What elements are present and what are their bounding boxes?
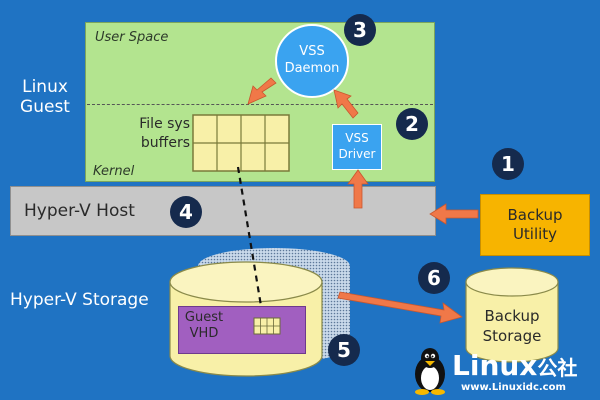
logo-url: www.Linuxidc.com bbox=[461, 382, 566, 393]
backup-utility-box: Backup Utility bbox=[480, 194, 590, 256]
arrow-driver-to-daemon bbox=[333, 89, 359, 119]
backup-storage-cylinder bbox=[465, 267, 559, 363]
arrow-backup-to-host bbox=[429, 203, 479, 225]
vss-driver: VSS Driver bbox=[332, 124, 382, 170]
vss-daemon-line1: VSS bbox=[299, 44, 325, 60]
guest-label: Guest bbox=[20, 96, 70, 117]
step-badge-4: 4 bbox=[170, 196, 202, 228]
logo-text: Linux公社 bbox=[452, 349, 577, 382]
buffer-grid bbox=[192, 114, 290, 172]
guest-vhd-line1: Guest bbox=[184, 310, 224, 325]
user-kernel-divider bbox=[87, 104, 433, 105]
step-badge-6: 6 bbox=[418, 262, 450, 294]
backup-utility-line2: Utility bbox=[512, 225, 558, 243]
arrow-daemon-to-buffers bbox=[247, 77, 277, 105]
vss-driver-line2: Driver bbox=[338, 147, 376, 161]
vss-daemon-line2: Daemon bbox=[284, 61, 340, 76]
hyperv-host-label: Hyper-V Host bbox=[24, 201, 135, 221]
user-space-label: User Space bbox=[95, 30, 169, 45]
guest-vhd-box bbox=[178, 306, 306, 354]
vss-daemon: VSS Daemon bbox=[275, 24, 349, 98]
file-sys-buffers-label: File sys buffers bbox=[118, 115, 190, 153]
arrow-storage-to-backup bbox=[337, 291, 463, 324]
logo-word: Linux bbox=[452, 349, 538, 382]
hyperv-storage-label: Hyper-V Storage bbox=[10, 290, 149, 310]
step-badge-2: 2 bbox=[396, 108, 428, 140]
dashed-buffer-to-vhd bbox=[236, 166, 264, 313]
linux-guest-label: Linux Guest bbox=[12, 77, 78, 117]
backup-storage-label: Backup Storage bbox=[470, 306, 554, 347]
backup-utility-line1: Backup bbox=[507, 205, 563, 224]
step-badge-5: 5 bbox=[328, 334, 360, 366]
step-badge-1: 1 bbox=[492, 148, 524, 180]
backup-storage-line2: Storage bbox=[482, 327, 542, 346]
step-badge-3: 3 bbox=[344, 14, 376, 46]
hyperv-host-bar bbox=[10, 186, 436, 236]
vss-driver-line1: VSS bbox=[345, 131, 369, 146]
tux-penguin-icon bbox=[415, 348, 445, 395]
vhd-buffer-grid bbox=[253, 317, 281, 335]
kernel-label: Kernel bbox=[93, 164, 135, 179]
file-sys-label: File sys bbox=[139, 116, 190, 132]
linux-label: Linux bbox=[22, 77, 68, 97]
arrow-host-to-driver bbox=[347, 169, 369, 209]
backup-storage-line1: Backup bbox=[484, 307, 540, 325]
buffers-label: buffers bbox=[140, 134, 190, 151]
guest-vhd-line2: VHD bbox=[189, 326, 219, 342]
logo-cjk: 公社 bbox=[537, 356, 578, 380]
guest-vhd-label: Guest VHD bbox=[182, 310, 226, 343]
